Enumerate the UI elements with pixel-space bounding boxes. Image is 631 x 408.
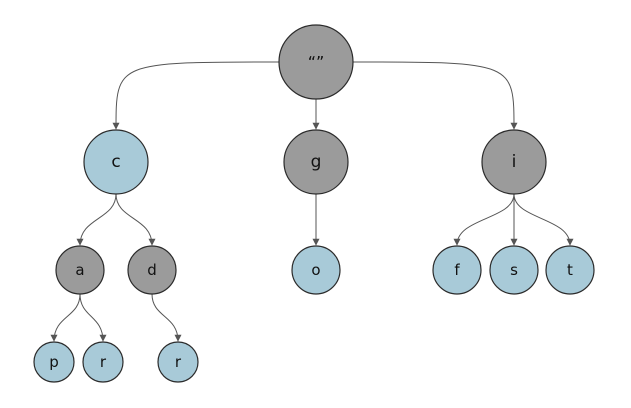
nodes-layer: “” c g i a d o f s t p r r	[33, 24, 595, 383]
node-p: p	[33, 341, 75, 383]
edge-d-r2	[151, 293, 182, 342]
node-g: g	[283, 129, 349, 195]
node-f: f	[432, 245, 482, 295]
node-a: a	[55, 245, 105, 295]
node-t-label: t	[567, 261, 573, 279]
edge-root-i	[352, 61, 518, 130]
edge-c-d	[115, 193, 156, 246]
node-t-circle	[545, 245, 595, 295]
node-r1-circle	[82, 341, 124, 383]
edge-a-p	[50, 293, 81, 342]
node-root: “”	[278, 24, 354, 100]
node-d-circle	[127, 245, 177, 295]
node-s: s	[489, 245, 539, 295]
node-c-circle	[83, 129, 149, 195]
node-o-circle	[291, 245, 341, 295]
node-g-label: g	[311, 152, 322, 172]
edge-c-a	[76, 193, 117, 246]
node-d-label: d	[147, 261, 157, 279]
node-r2: r	[157, 341, 199, 383]
node-a-label: a	[75, 261, 84, 279]
node-i-circle	[481, 129, 547, 195]
node-i: i	[481, 129, 547, 195]
node-t: t	[545, 245, 595, 295]
edges-layer	[50, 61, 574, 342]
node-p-circle	[33, 341, 75, 383]
node-s-label: s	[510, 261, 518, 279]
node-g-circle	[283, 129, 349, 195]
node-f-circle	[432, 245, 482, 295]
node-root-circle	[278, 24, 354, 100]
node-r1: r	[82, 341, 124, 383]
edge-root-c	[112, 61, 280, 130]
edge-a-r1	[79, 293, 107, 342]
node-o-label: o	[311, 261, 320, 279]
node-c: c	[83, 129, 149, 195]
node-c-label: c	[111, 152, 120, 172]
node-root-label: “”	[308, 53, 325, 72]
node-a-circle	[55, 245, 105, 295]
node-f-label: f	[454, 261, 460, 279]
node-i-label: i	[512, 152, 517, 172]
edge-i-t	[513, 193, 574, 246]
node-r1-label: r	[100, 353, 107, 371]
node-r2-label: r	[175, 353, 182, 371]
node-d: d	[127, 245, 177, 295]
node-o: o	[291, 245, 341, 295]
node-p-label: p	[49, 353, 59, 371]
edge-i-f	[453, 193, 515, 246]
node-s-circle	[489, 245, 539, 295]
node-r2-circle	[157, 341, 199, 383]
